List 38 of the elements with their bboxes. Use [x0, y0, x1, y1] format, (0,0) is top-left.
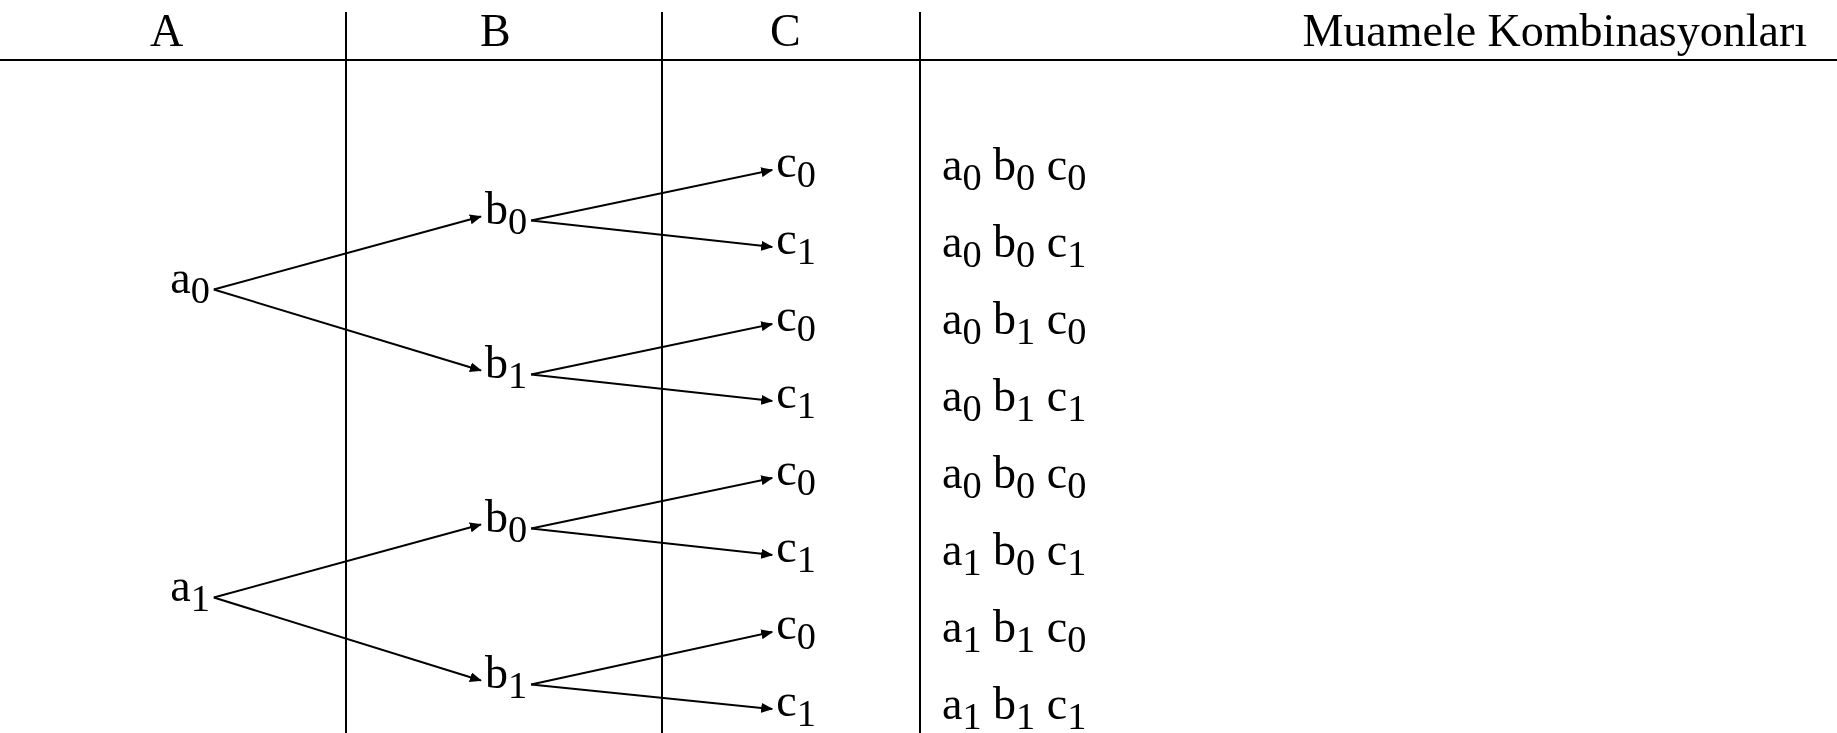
combination-text: a$_{1}$ b$_{1}$ c$_{0}$ [942, 604, 1087, 659]
tree-node-label: c$_{1}$ [772, 213, 820, 273]
combination-text: a$_{0}$ b$_{1}$ c$_{0}$ [942, 296, 1087, 351]
combination-text: a$_{1}$ b$_{0}$ c$_{1}$ [942, 527, 1087, 582]
combination-text: a$_{0}$ b$_{1}$ c$_{1}$ [942, 373, 1087, 428]
tree-node-label: c$_{0}$ [772, 290, 820, 350]
column-header: B [480, 8, 511, 54]
combination-text: a$_{0}$ b$_{0}$ c$_{0}$ [942, 450, 1087, 505]
arrow [530, 321, 774, 376]
tree-node-label: c$_{1}$ [772, 367, 820, 427]
tree-node-label: c$_{0}$ [772, 598, 820, 658]
arrow [530, 475, 774, 530]
arrow [212, 288, 482, 373]
tree-node-label: c$_{1}$ [772, 675, 820, 733]
arrow [212, 522, 482, 599]
column-header: Muamele Kombinasyonları [1302, 8, 1807, 54]
arrow [530, 683, 774, 713]
tree-node-label: c$_{0}$ [772, 136, 820, 196]
arrow [530, 219, 774, 251]
column-header: A [150, 8, 184, 54]
tree-node-label: b$_{0}$ [480, 491, 532, 550]
column-header: C [770, 8, 801, 54]
arrow [212, 596, 482, 682]
arrow [530, 373, 774, 405]
tree-node-label: b$_{0}$ [480, 183, 532, 242]
tree-node-label: b$_{1}$ [480, 647, 532, 706]
arrow [530, 527, 774, 559]
tree-node-label: a$_{1}$ [166, 560, 214, 619]
tree-node-label: a$_{0}$ [166, 252, 214, 311]
combination-text: a$_{0}$ b$_{0}$ c$_{0}$ [942, 142, 1087, 197]
combination-text: a$_{0}$ b$_{0}$ c$_{1}$ [942, 219, 1087, 274]
tree-node-label: c$_{1}$ [772, 521, 820, 581]
tree-node-label: b$_{1}$ [480, 337, 532, 396]
combination-text: a$_{1}$ b$_{1}$ c$_{1}$ [942, 681, 1087, 733]
tree-node-label: c$_{0}$ [772, 444, 820, 504]
arrow [530, 629, 774, 686]
arrow [530, 167, 774, 222]
arrow [212, 214, 482, 291]
